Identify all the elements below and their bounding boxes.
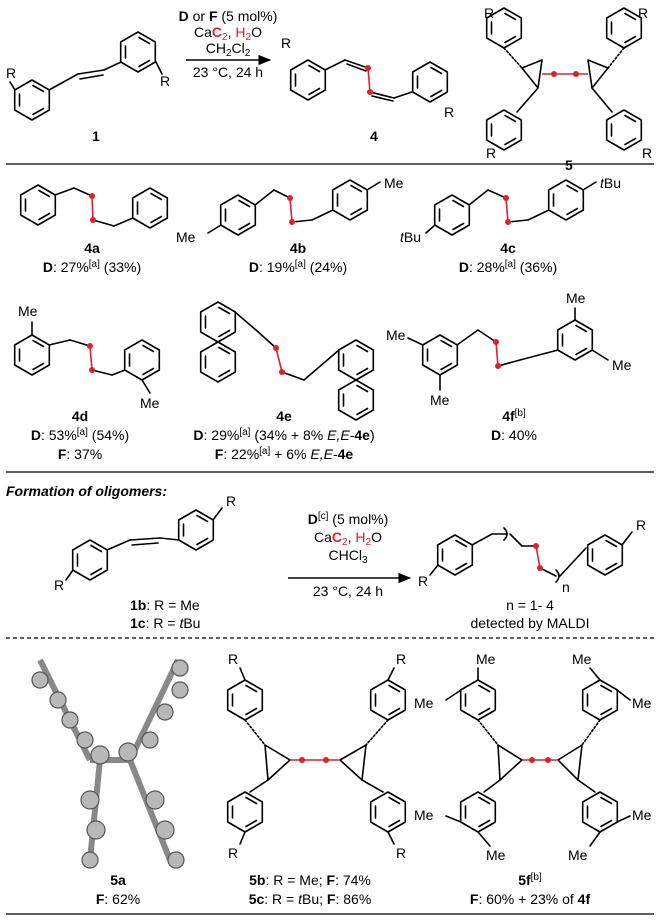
yield-4e-d: D: 29%[a] (34% + 8% E,E-4e) (193, 427, 374, 443)
oligomer-n-range: n = 1- 4 (506, 597, 554, 613)
me-5f-a: Me (476, 651, 496, 667)
oligomer-solvent: CHCl3 (328, 547, 367, 566)
label-4f: 4f[b] (502, 408, 526, 424)
product-4d-structure (13, 321, 161, 394)
r-label-5a: R (484, 5, 494, 21)
me-5f-g: Me (632, 807, 652, 823)
r-5b-c: R (228, 845, 238, 861)
byproduct-5-structure (485, 7, 643, 151)
oligomer-detection: detected by MALDI (470, 615, 589, 631)
yield-4c: D: 28%[a] (36%) (459, 259, 557, 275)
r-label-1c: R (54, 577, 64, 593)
catalyst-text: D or F (5 mol%) (179, 8, 278, 24)
product-4e-structure (199, 301, 375, 421)
substrate-1b: 1b: R = Me (130, 597, 200, 613)
label-4e: 4e (276, 408, 292, 424)
sub-4d-bottom: Me (140, 395, 160, 411)
oligomer-substrate (65, 507, 223, 581)
yield-4d-f: F: 37% (58, 446, 102, 462)
stilbene-1 (9, 31, 163, 121)
me-5f-b: Me (414, 695, 434, 711)
sub-4b-right: Me (384, 175, 404, 191)
n-label: n (562, 579, 570, 595)
oligomer-conditions: 23 °C, 24 h (313, 583, 383, 599)
me-5f-e: Me (414, 807, 434, 823)
yield-4e-f: F: 22%[a] + 6% E,E-4e (215, 446, 354, 462)
r-label-5c: R (486, 145, 496, 161)
r-label-1a: R (6, 65, 16, 81)
label-5f: 5f[b] (518, 872, 542, 888)
sub-4f-a: Me (386, 327, 406, 343)
sub-4c-right: tBu (600, 175, 621, 191)
r-label-4b: R (444, 104, 454, 120)
oligomer-reagent: CaC2, H2O (314, 529, 382, 548)
product-4b-structure (207, 179, 381, 236)
product-4-diene (289, 59, 449, 103)
me-5f-c: Me (572, 651, 592, 667)
r-label-olig-right: R (636, 517, 646, 533)
structure-5b-5c (226, 667, 407, 845)
label-5a: 5a (110, 872, 126, 888)
label-4c: 4c (500, 240, 516, 256)
product-4c-structure (425, 179, 597, 236)
r-5b-b: R (396, 651, 406, 667)
product-4f-structure (407, 307, 609, 391)
yield-4a: D: 27%[a] (33%) (43, 259, 141, 275)
me-5f-h: Me (568, 847, 588, 863)
sub-4d-top: Me (18, 303, 38, 319)
structure-5f (445, 667, 631, 847)
conditions-text: 23 °C, 24 h (193, 64, 263, 80)
r-label-olig-left: R (418, 573, 428, 589)
crystal-structure-5a (31, 658, 189, 869)
compound-4-label: 4 (370, 128, 378, 144)
sub-4f-c: Me (566, 290, 586, 306)
oligomers-heading: Formation of oligomers: (6, 483, 167, 499)
r-label-5d: R (642, 145, 652, 161)
yield-4f: D: 40% (491, 427, 537, 443)
yield-5b: 5b: R = Me; F: 74% (249, 872, 371, 888)
me-5f-d: Me (632, 695, 652, 711)
r-label-1b: R (160, 73, 170, 89)
r-label-5b: R (638, 5, 648, 21)
r-5b-d: R (396, 845, 406, 861)
label-4a: 4a (84, 240, 100, 256)
sub-4b-left: Me (176, 229, 196, 245)
oligomer-product (429, 527, 633, 583)
yield-5a: F: 62% (96, 891, 140, 907)
me-5f-f: Me (486, 847, 506, 863)
label-4d: 4d (72, 408, 88, 424)
label-4b: 4b (290, 240, 306, 256)
r-5b-a: R (228, 651, 238, 667)
oligomer-catalyst: D[c] (5 mol%) (308, 511, 389, 527)
sub-4c-left: tBu (400, 229, 421, 245)
yield-4b: D: 19%[a] (24%) (249, 259, 347, 275)
yield-4d-d: D: 53%[a] (54%) (31, 427, 129, 443)
compound-1-label: 1 (92, 128, 100, 144)
r-label-1b: R (226, 493, 236, 509)
yield-5f: F: 60% + 23% of 4f (470, 891, 591, 907)
product-4a-structure (19, 184, 169, 229)
yield-5c: 5c: R = tBu; F: 86% (249, 891, 372, 907)
sub-4f-d: Me (612, 357, 632, 373)
substrate-1c: 1c: R = tBu (130, 615, 200, 631)
r-label-4a: R (281, 35, 291, 51)
solvent-text: CH2Cl2 (206, 40, 251, 59)
compound-5-label: 5 (565, 157, 573, 173)
reagent-text: CaC2, H2O (194, 24, 262, 43)
sub-4f-b: Me (430, 392, 450, 408)
